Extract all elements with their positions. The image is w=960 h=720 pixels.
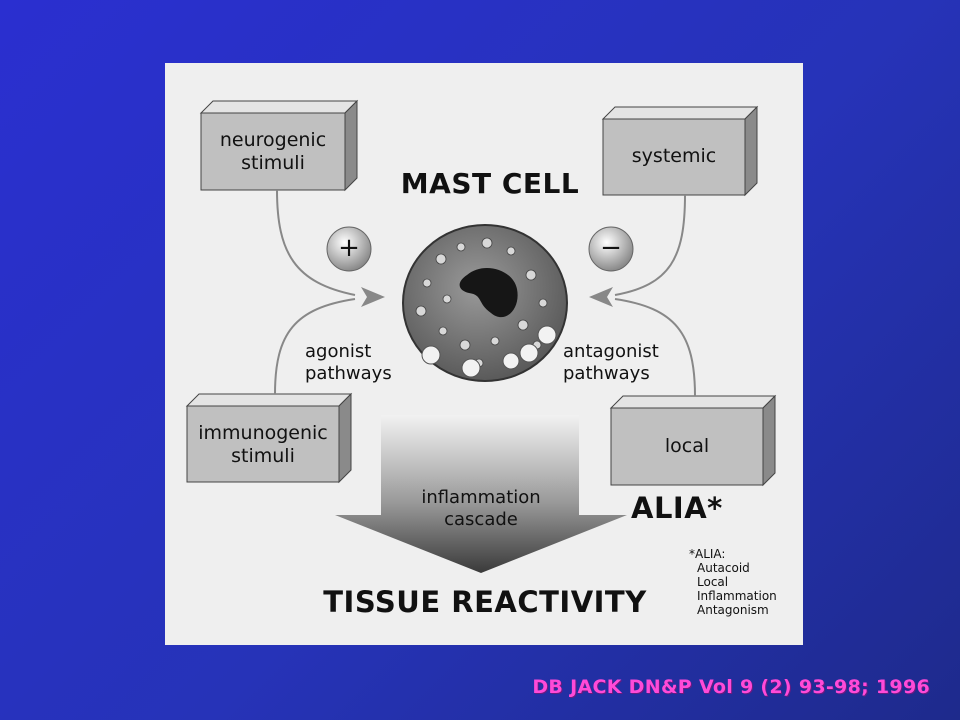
antagonist-pathways-label: antagonist pathways — [563, 341, 659, 384]
minus-sign: − — [600, 233, 622, 263]
systemic-label: systemic — [631, 145, 717, 167]
alia-footnote-lines: Autacoid Local Inflammation Antagonism — [689, 561, 799, 617]
left-flow-line-bottom — [274, 298, 356, 395]
inflammation-arrow — [335, 415, 627, 573]
neurogenic-box — [199, 99, 359, 192]
immunogenic-label: immunogenic stimuli — [198, 422, 328, 467]
figure-panel: neurogenic stimuli systemic immunogenic … — [165, 63, 803, 645]
mast-cell-illustration — [402, 224, 568, 382]
left-flow-line-top — [276, 189, 356, 296]
minus-circle — [588, 226, 634, 272]
alia-footnote-line: Antagonism — [697, 603, 769, 617]
diagram-svg — [185, 99, 777, 573]
plus-sign: + — [338, 233, 360, 263]
local-box — [609, 394, 777, 487]
immunogenic-box — [185, 392, 353, 484]
plus-circle — [326, 226, 372, 272]
alia-footnote-line: Local — [697, 575, 729, 589]
agonist-pathways-label: agonist pathways — [305, 341, 392, 384]
alia-footnote-line: Inflammation — [697, 589, 777, 603]
neurogenic-label: neurogenic stimuli — [219, 129, 327, 174]
cell-nucleus — [459, 267, 518, 318]
alia-footnote-title: *ALIA: — [689, 547, 726, 561]
right-flow-line-bottom — [614, 298, 696, 397]
right-flow-arrowhead — [589, 287, 613, 307]
citation-text: DB JACK DN&P Vol 9 (2) 93-98; 1996 — [532, 676, 930, 698]
left-flow-arrowhead — [361, 287, 385, 307]
alia-footnote: *ALIA: Autacoid Local Inflammation Antag… — [689, 547, 799, 617]
local-label: local — [664, 435, 710, 457]
alia-label: ALIA* — [631, 491, 723, 525]
tissue-reactivity-title: TISSUE REACTIVITY — [323, 585, 647, 619]
alia-footnote-line: Autacoid — [697, 561, 750, 575]
mast-cell-title: MAST CELL — [400, 167, 580, 200]
systemic-box — [601, 105, 759, 197]
right-flow-line-top — [614, 194, 686, 296]
inflammation-cascade-label: inflammation cascade — [421, 487, 541, 530]
